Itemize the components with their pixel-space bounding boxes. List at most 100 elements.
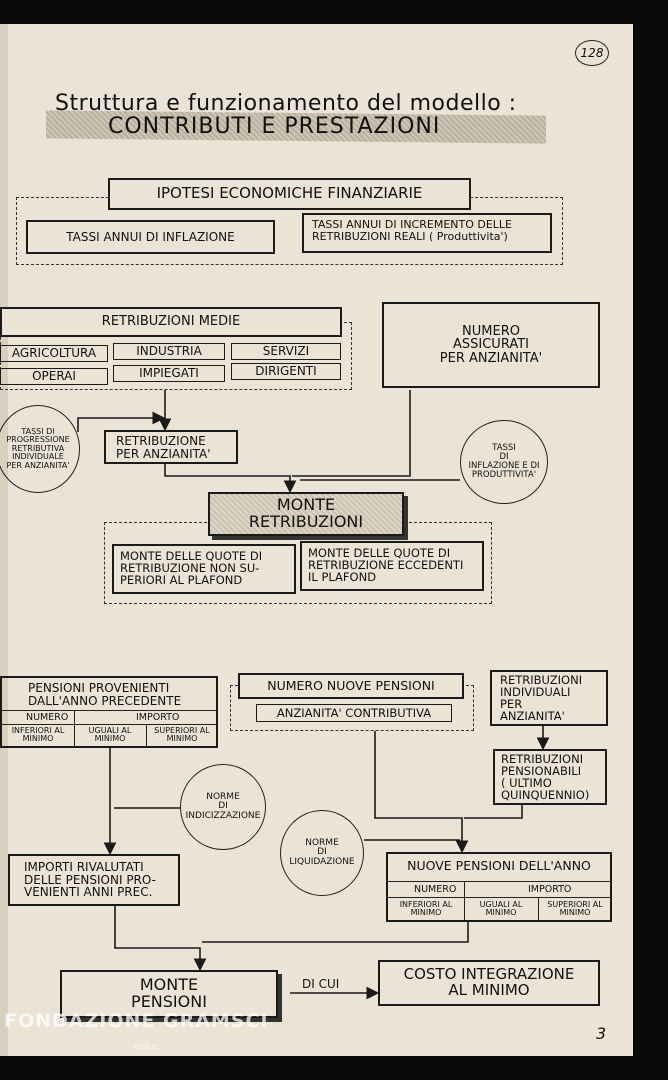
nuove-pensioni-anno-box: NUOVE PENSIONI DELL'ANNO NUMERO IMPORTO … — [386, 852, 612, 922]
operai-label: OPERAI — [32, 369, 76, 384]
page-number-stamp: 128 — [575, 40, 609, 66]
agricoltura-label: AGRICOLTURA — [11, 346, 97, 361]
retribuzioni-medie-heading: RETRIBUZIONI MEDIE — [101, 314, 241, 330]
watermark: FONDAZIONE GRAMSCI — [4, 1010, 269, 1032]
tassi-inflazione-box: TASSI ANNUI DI INFLAZIONE — [26, 220, 275, 254]
pensioni-precedenti-superiori: SUPERIORI AL MINIMO — [154, 726, 210, 744]
tassi-progressione-line-5: PER ANZIANITA' — [6, 460, 70, 470]
tassi-inflazione-circle-line-2: DI — [499, 452, 509, 463]
norme-indicizzazione-line-1: NORME — [206, 791, 240, 802]
quote-eccedenti-line-1: MONTE DELLE QUOTE DI — [308, 546, 451, 560]
importi-rivalutati-box: IMPORTI RIVALUTATI DELLE PENSIONI PRO- V… — [8, 854, 180, 906]
numero-nuove-pensioni-label: NUMERO NUOVE PENSIONI — [267, 678, 435, 694]
nuove-pensioni-importo: IMPORTO — [528, 884, 572, 895]
corner-mark: 3 — [596, 1024, 607, 1043]
page-number: 128 — [580, 45, 604, 60]
di-cui-label: DI CUI — [302, 977, 340, 991]
monte-pensioni-line-2: PENSIONI — [131, 992, 207, 1011]
anzianita-contributiva-label: ANZIANITA' CONTRIBUTIVA — [276, 705, 432, 720]
retribuzioni-medie-heading-box: RETRIBUZIONI MEDIE — [0, 307, 342, 337]
numero-assicurati-line-2: ASSICURATI — [453, 337, 529, 353]
anzianita-contributiva-box: ANZIANITA' CONTRIBUTIVA — [256, 704, 452, 722]
pensioni-precedenti-numero: NUMERO — [26, 712, 69, 723]
impiegati-box: IMPIEGATI — [113, 365, 225, 382]
importi-rivalutati-line-2: DELLE PENSIONI PRO- — [24, 872, 156, 887]
tassi-progressione-circle: TASSI DI PROGRESSIONE RETRIBUTIVA INDIVI… — [0, 405, 80, 493]
watermark-sub: onlus — [134, 1042, 159, 1052]
nuove-pensioni-numero: NUMERO — [414, 884, 457, 895]
nuove-pensioni-superiori: SUPERIORI AL MINIMO — [547, 900, 603, 918]
tassi-progressione-line-3: RETRIBUTIVA — [11, 443, 65, 453]
quote-non-superiori-line-3: PERIORI AL PLAFOND — [120, 573, 243, 588]
retribuzioni-individuali-line-4: ANZIANITA' — [500, 709, 565, 724]
retribuzioni-pensionabili-line-4: QUINQUENNIO) — [501, 788, 590, 803]
retribuzioni-pensionabili-line-1: RETRIBUZIONI — [501, 752, 584, 766]
tassi-inflazione-circle-line-1: TASSI — [492, 443, 516, 454]
norme-liquidazione-line-2: DI — [317, 847, 327, 858]
nuove-pensioni-anno-heading: NUOVE PENSIONI DELL'ANNO — [407, 858, 591, 873]
norme-indicizzazione-circle: NORME DI INDICIZZAZIONE — [180, 764, 266, 850]
tassi-progressione-line-4: INDIVIDUALE — [12, 452, 64, 462]
nuove-pensioni-uguali: UGUALI AL MINIMO — [479, 900, 523, 918]
pensioni-precedenti-importo: IMPORTO — [136, 712, 180, 723]
nuove-pensioni-inferiori: INFERIORI AL MINIMO — [399, 900, 453, 918]
pensioni-precedenti-line-2: DALL'ANNO PRECEDENTE — [28, 694, 182, 708]
page-binding-edge — [0, 24, 8, 1056]
monte-retribuzioni-line-2: RETRIBUZIONI — [248, 512, 364, 531]
dirigenti-label: DIRIGENTI — [255, 364, 317, 379]
quote-eccedenti-line-2: RETRIBUZIONE ECCEDENTI — [308, 558, 464, 573]
monte-pensioni-line-1: MONTE — [139, 975, 199, 995]
costo-integrazione-line-2: AL MINIMO — [448, 981, 530, 999]
operai-box: OPERAI — [0, 368, 108, 385]
dirigenti-box: DIRIGENTI — [231, 363, 341, 380]
monte-pensioni-box: MONTE PENSIONI — [60, 970, 278, 1018]
title-line-2: CONTRIBUTI e PRESTAZIONI — [108, 114, 441, 139]
quote-non-superiori-line-1: MONTE DELLE QUOTE DI — [120, 549, 263, 563]
tassi-incremento-line-1: TASSI ANNUI DI INCREMENTO DELLE — [312, 218, 512, 231]
tassi-progressione-line-1: TASSI DI — [21, 427, 55, 437]
norme-indicizzazione-line-2: DI — [218, 801, 228, 812]
tassi-incremento-box: TASSI ANNUI DI INCREMENTO DELLE RETRIBUZ… — [302, 213, 552, 253]
retribuzioni-individuali-line-3: PER — [500, 697, 523, 712]
servizi-box: SERVIZI — [231, 343, 341, 360]
title-line-1: Struttura e funzionamento del modello : — [55, 91, 517, 116]
retribuzioni-pensionabili-line-3: ( ULTIMO — [501, 776, 552, 791]
importi-rivalutati-line-1: IMPORTI RIVALUTATI — [24, 860, 144, 874]
industria-box: INDUSTRIA — [113, 343, 225, 360]
importi-rivalutati-line-3: VENIENTI ANNI PREC. — [24, 885, 153, 900]
norme-liquidazione-line-3: LIQUIDAZIONE — [289, 856, 355, 867]
pensioni-precedenti-box: PENSIONI PROVENIENTI DALL'ANNO PRECEDENT… — [0, 676, 218, 748]
numero-nuove-pensioni-box: NUMERO NUOVE PENSIONI — [238, 673, 464, 699]
monte-retribuzioni-box: MONTE RETRIBUZIONI — [208, 492, 404, 536]
pensioni-precedenti-inferiori: INFERIORI AL MINIMO — [11, 726, 65, 744]
agricoltura-box: AGRICOLTURA — [0, 345, 108, 362]
quote-eccedenti-box: MONTE DELLE QUOTE DI RETRIBUZIONE ECCEDE… — [300, 541, 484, 591]
impiegati-label: IMPIEGATI — [139, 366, 199, 381]
costo-integrazione-box: COSTO INTEGRAZIONE AL MINIMO — [378, 960, 600, 1006]
monte-retribuzioni-line-1: MONTE — [276, 495, 336, 515]
tassi-inflazione-circle-line-4: PRODUTTIVITA' — [471, 469, 537, 480]
norme-indicizzazione-line-3: INDICIZZAZIONE — [185, 810, 261, 821]
numero-assicurati-line-1: NUMERO — [462, 323, 520, 339]
pensioni-precedenti-line-1: PENSIONI PROVENIENTI — [28, 681, 170, 695]
retribuzioni-individuali-line-2: INDIVIDUALI — [500, 685, 571, 700]
numero-assicurati-line-3: PER ANZIANITA' — [439, 350, 543, 366]
costo-integrazione-line-1: COSTO INTEGRAZIONE — [403, 965, 575, 984]
tassi-incremento-line-2: RETRIBUZIONI REALI ( Produttivita') — [312, 229, 508, 243]
norme-liquidazione-line-1: NORME — [305, 837, 339, 848]
retribuzione-anzianita-line-1: RETRIBUZIONE — [116, 434, 206, 448]
tassi-progressione-line-2: PROGRESSIONE — [6, 435, 70, 445]
ipotesi-heading-box: IPOTESI ECONOMICHE FINANZIARIE — [108, 178, 471, 210]
quote-non-superiori-box: MONTE DELLE QUOTE DI RETRIBUZIONE NON SU… — [112, 544, 296, 594]
servizi-label: SERVIZI — [262, 344, 310, 359]
norme-liquidazione-circle: NORME DI LIQUIDAZIONE — [280, 810, 364, 896]
industria-label: INDUSTRIA — [136, 344, 202, 359]
retribuzioni-pensionabili-line-2: PENSIONABILI — [501, 764, 582, 779]
quote-eccedenti-line-3: IL PLAFOND — [308, 570, 377, 585]
pensioni-precedenti-uguali: UGUALI AL MINIMO — [88, 726, 132, 744]
retribuzioni-pensionabili-box: RETRIBUZIONI PENSIONABILI ( ULTIMO QUINQ… — [493, 749, 607, 805]
tassi-inflazione-label: TASSI ANNUI DI INFLAZIONE — [66, 229, 235, 244]
retribuzioni-individuali-line-1: RETRIBUZIONI — [500, 673, 583, 687]
tassi-inflazione-circle-line-3: INFLAZIONE E DI — [468, 461, 540, 471]
retribuzione-anzianita-line-2: PER ANZIANITA' — [116, 446, 211, 461]
